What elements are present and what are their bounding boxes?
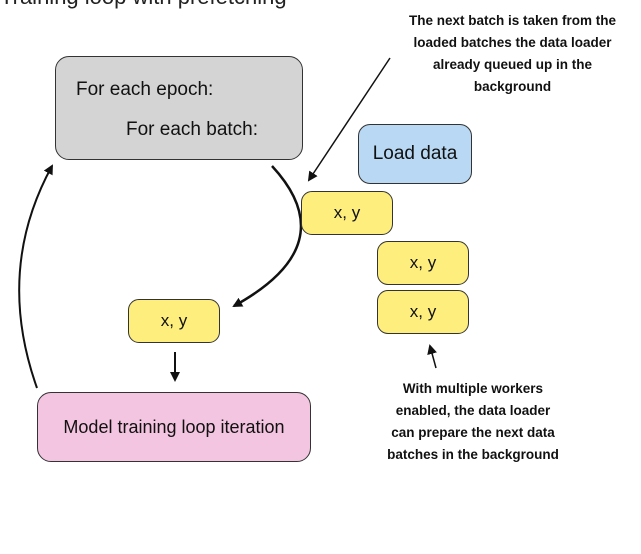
arrow-note-top — [307, 57, 391, 182]
load-data-box: Load data — [358, 124, 472, 184]
annotation-line: batches in the background — [387, 447, 559, 462]
annotation-next-batch: The next batch is taken from the loaded … — [390, 10, 635, 98]
annotation-line: The next batch is taken from the — [408, 13, 617, 28]
queued-batch-1: x, y — [301, 191, 393, 235]
arrow-note-bottom — [427, 344, 437, 369]
current-batch: x, y — [128, 299, 220, 343]
annotation-line: background — [473, 79, 552, 94]
queued-batch-3: x, y — [377, 290, 469, 334]
arrow-batch-to-current — [232, 165, 303, 308]
annotation-line: already queued up in the — [432, 57, 593, 72]
training-iteration-box: Model training loop iteration — [37, 392, 311, 462]
annotation-line: With multiple workers — [402, 381, 544, 396]
queued-batch-2: x, y — [377, 241, 469, 285]
annotation-line: can prepare the next data — [391, 425, 555, 440]
annotation-multiple-workers: With multiple workers enabled, the data … — [362, 378, 584, 466]
arrow-loop-back — [18, 164, 53, 389]
annotation-line: loaded batches the data loader — [413, 35, 612, 50]
epoch-label: For each epoch: — [76, 79, 214, 100]
epoch-loop-box: For each epoch: For each batch: — [55, 56, 303, 160]
annotation-line: enabled, the data loader — [395, 403, 551, 418]
cropped-title: Training loop with prefetching — [0, 0, 287, 10]
load-data-label: Load data — [372, 143, 458, 164]
batch-label: For each batch: — [126, 119, 259, 140]
